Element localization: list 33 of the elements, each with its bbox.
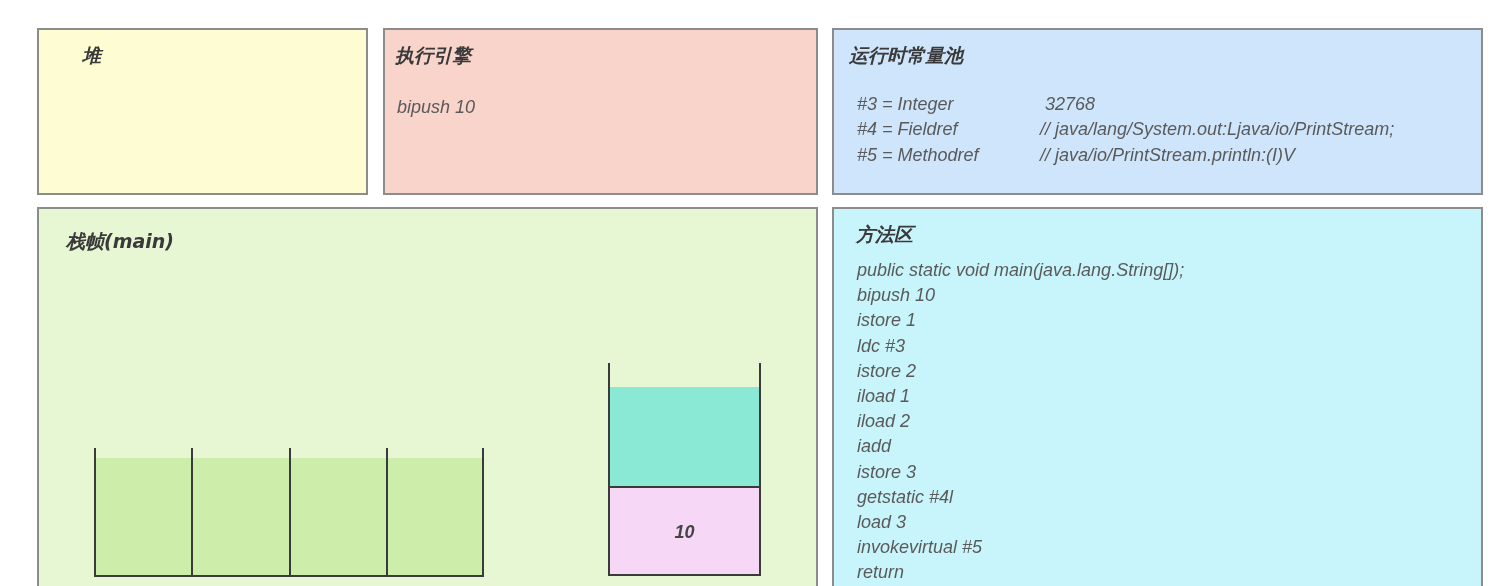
local-variable-slot <box>193 458 290 576</box>
code-text: #3 = Integer <box>857 95 954 115</box>
execution-engine-area <box>383 28 818 195</box>
local-variable-slot <box>291 458 387 576</box>
code-text: ldc #3 <box>857 336 906 357</box>
local-variable-slot <box>388 458 483 576</box>
operand-stack-slot: 10 <box>610 486 759 576</box>
code-text: getstatic #4l <box>857 487 954 508</box>
code-text: istore 1 <box>857 311 917 332</box>
method-area <box>832 207 1483 586</box>
constant-pool-area <box>832 28 1483 195</box>
area-title: 运行时常量池 <box>849 45 963 66</box>
operand-stack-slot <box>610 387 759 486</box>
area-title: 栈帧(main) <box>66 231 175 252</box>
code-text: iload 2 <box>857 412 911 432</box>
code-text: return <box>857 563 905 584</box>
code-text: iload 1 <box>857 387 911 407</box>
code-text: // java/lang/System.out:Ljava/io/PrintStream; <box>1040 120 1395 140</box>
code-text: #4 = Fieldref <box>857 120 958 140</box>
code-text: bipush 10 <box>397 98 476 118</box>
heap-area <box>37 28 368 195</box>
code-text: istore 2 <box>857 361 917 382</box>
code-text: bipush 10 <box>857 286 936 306</box>
local-variable-slot <box>96 458 192 576</box>
code-text: invokevirtual #5 <box>857 538 983 558</box>
code-text: 32768 <box>1045 95 1096 115</box>
code-text: public static void main(java.lang.String[]); <box>857 261 1185 281</box>
code-text: // java/io/PrintStream.println:(I)V <box>1040 146 1296 166</box>
code-text: iadd <box>857 437 892 458</box>
code-text: load 3 <box>857 513 907 533</box>
code-text: istore 3 <box>857 462 917 483</box>
stack-frame-area <box>37 207 818 586</box>
code-text: #5 = Methodref <box>857 146 979 166</box>
